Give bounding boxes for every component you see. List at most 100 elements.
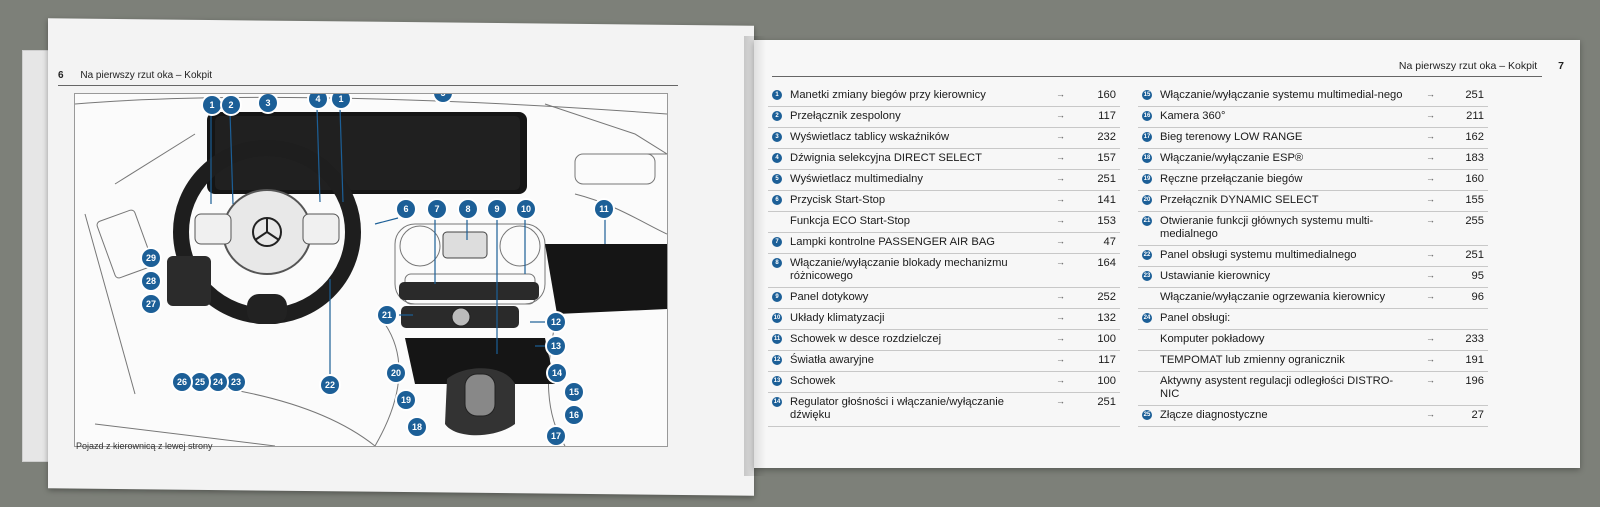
page-reference-arrow: → — [1426, 215, 1435, 225]
legend-row: Komputer pokładowy → 233 — [1138, 330, 1488, 351]
legend-label: Funkcja ECO Start-Stop — [790, 215, 910, 227]
legend-label: Lampki kontrolne PASSENGER AIR BAG — [790, 236, 995, 248]
legend-number-badge: 3 — [772, 132, 782, 142]
callout-12: 12 — [547, 313, 565, 331]
legend-label: Aktywny asystent regulacji odległości DI… — [1160, 375, 1394, 400]
legend-page-number: 47 — [1103, 236, 1116, 248]
legend-label: Złącze diagnostyczne — [1160, 409, 1268, 421]
legend-page-number: 251 — [1465, 89, 1484, 101]
page-reference-arrow: → — [1056, 194, 1065, 204]
page-reference-arrow: → — [1426, 89, 1435, 99]
callout-6: 6 — [397, 200, 415, 218]
callout-19: 19 — [397, 391, 415, 409]
legend-label: Manetki zmiany biegów przy kierownicy — [790, 89, 986, 101]
legend-number-badge: 15 — [1142, 90, 1152, 100]
cockpit-illustration: 1 2 3 4 1 5 6 7 8 9 10 11 12 13 14 15 16… — [74, 93, 668, 447]
callout-15: 15 — [565, 383, 583, 401]
legend-page-number: 160 — [1465, 173, 1484, 185]
legend-label: Włączanie/wyłączanie ESP® — [1160, 152, 1304, 164]
legend-number-badge: 14 — [772, 397, 782, 407]
callout-20: 20 — [387, 364, 405, 382]
legend-label: Wyświetlacz tablicy wskaźników — [790, 131, 950, 143]
legend-row: TEMPOMAT lub zmienny ogranicznik→191 — [1138, 351, 1488, 372]
legend-page-number: 96 — [1471, 291, 1484, 303]
legend-row: 15 Włączanie/wyłączanie systemu multimedi… — [1138, 86, 1488, 107]
page-reference-arrow: → — [1426, 291, 1435, 301]
page-reference-arrow: → — [1426, 375, 1435, 385]
callout-17: 17 — [547, 427, 565, 445]
legend-label: Panel obsługi systemu multimedialnego — [1160, 249, 1357, 261]
legend-number-badge: 21 — [1142, 216, 1152, 226]
callout-21: 21 — [378, 306, 396, 324]
legend-label: Przełącznik zespolony — [790, 110, 901, 122]
legend-page-number: 251 — [1097, 173, 1116, 185]
legend-page-number: 233 — [1465, 333, 1484, 345]
legend-number-badge: 2 — [772, 111, 782, 121]
legend-label: Ręczne przełączanie biegów — [1160, 173, 1303, 185]
legend-label: TEMPOMAT lub zmienny ogranicznik — [1160, 354, 1345, 366]
legend-page-number: 251 — [1097, 396, 1116, 408]
book-gutter — [744, 36, 766, 476]
legend-number-badge: 16 — [1142, 111, 1152, 121]
right-page-number: 7 — [1558, 60, 1564, 72]
page-reference-arrow: → — [1056, 354, 1065, 364]
callout-1-right: 1 — [332, 94, 350, 108]
page-reference-arrow: → — [1426, 194, 1435, 204]
callout-3: 3 — [259, 94, 277, 112]
legend-page-number: 183 — [1465, 152, 1484, 164]
legend-page-number: 162 — [1465, 131, 1484, 143]
legend-label: Komputer pokładowy — [1160, 333, 1265, 345]
page-reference-arrow: → — [1056, 152, 1065, 162]
legend-page-number: 117 — [1098, 354, 1116, 366]
legend-page-number: 252 — [1097, 291, 1116, 303]
left-page-header: 6 Na pierwszy rzut oka – Kokpit — [58, 70, 212, 81]
legend-number-badge: 20 — [1142, 195, 1152, 205]
legend-page-number: 100 — [1097, 333, 1116, 345]
legend-label: Regulator głośności i włączanie/wyłączan… — [790, 396, 1004, 421]
legend-number-badge: 9 — [772, 292, 782, 302]
callout-27: 27 — [142, 295, 160, 313]
legend-number-badge: 13 — [772, 376, 782, 386]
page-reference-arrow: → — [1056, 215, 1065, 225]
legend-label: Ustawianie kierownicy — [1160, 270, 1271, 282]
page-reference-arrow: → — [1426, 173, 1435, 183]
page-reference-arrow: → — [1426, 270, 1435, 280]
left-header-rule — [58, 85, 678, 86]
callout-8: 8 — [459, 200, 477, 218]
legend-number-badge: 25 — [1142, 410, 1152, 420]
legend-label: Przełącznik DYNAMIC SELECT — [1160, 194, 1319, 206]
callout-29: 29 — [142, 249, 160, 267]
callout-26: 26 — [173, 373, 191, 391]
page-reference-arrow: → — [1426, 354, 1435, 364]
page-reference-arrow: → — [1426, 131, 1435, 141]
page-reference-arrow: → — [1056, 173, 1065, 183]
callout-18: 18 — [408, 418, 426, 436]
legend-label: Włączanie/wyłączanie ogrzewania kierowni… — [1160, 291, 1386, 303]
legend-row: Włączanie/wyłączanie ogrzewania kierowni… — [1138, 288, 1488, 309]
legend-label: Wyświetlacz multimedialny — [790, 173, 923, 185]
callout-2: 2 — [222, 96, 240, 114]
legend-number-badge: 18 — [1142, 153, 1152, 163]
legend-label: Schowek w desce rozdzielczej — [790, 333, 942, 345]
callout-22: 22 — [321, 376, 339, 394]
legend-page-number: 153 — [1097, 215, 1116, 227]
legend-label: Włączanie/wyłączanie systemu multimedial… — [1160, 89, 1403, 101]
legend-number-badge: 17 — [1142, 132, 1152, 142]
legend-page-number: 132 — [1097, 312, 1116, 324]
legend-number-badge: 22 — [1142, 250, 1152, 260]
page-reference-arrow: → — [1426, 333, 1435, 343]
legend-page-number: 100 — [1097, 375, 1116, 387]
legend-label: Włączanie/wyłączanie blokady mechanizmu … — [790, 257, 1008, 282]
legend-label: Panel dotykowy — [790, 291, 869, 303]
legend-label: Przycisk Start-Stop — [790, 194, 886, 206]
